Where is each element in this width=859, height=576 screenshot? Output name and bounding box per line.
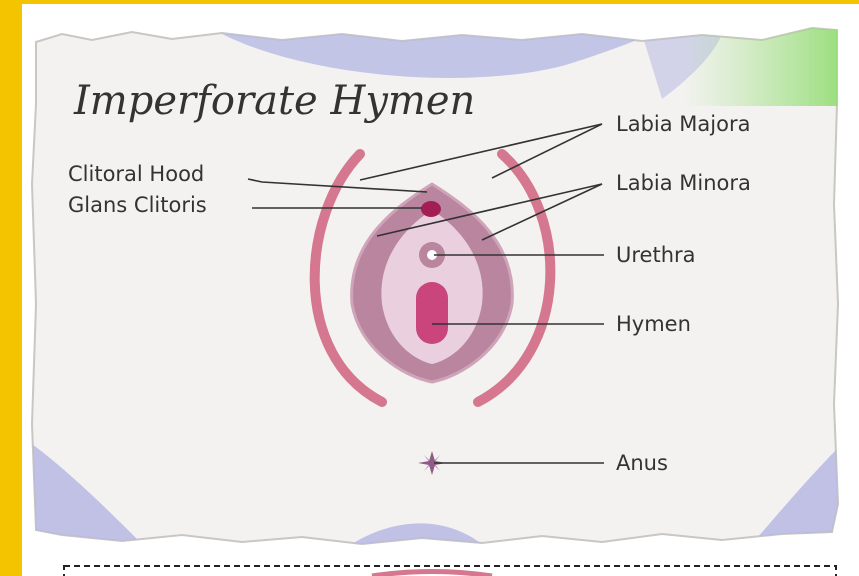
label-labia-majora: Labia Majora	[616, 112, 750, 136]
anatomy-diagram: Imperforate Hymen	[22, 4, 859, 576]
hymen	[416, 282, 448, 344]
label-clitoral-hood: Clitoral Hood	[68, 162, 204, 186]
glans-clitoris	[421, 201, 441, 217]
label-urethra: Urethra	[616, 243, 696, 267]
label-glans-clitoris: Glans Clitoris	[68, 193, 207, 217]
label-hymen: Hymen	[616, 312, 691, 336]
label-anus: Anus	[616, 451, 668, 475]
diagram-card: Imperforate Hymen	[22, 4, 859, 576]
top-right-green-glow	[682, 26, 842, 106]
label-labia-minora: Labia Minora	[616, 171, 751, 195]
diagram-title: Imperforate Hymen	[73, 78, 475, 124]
